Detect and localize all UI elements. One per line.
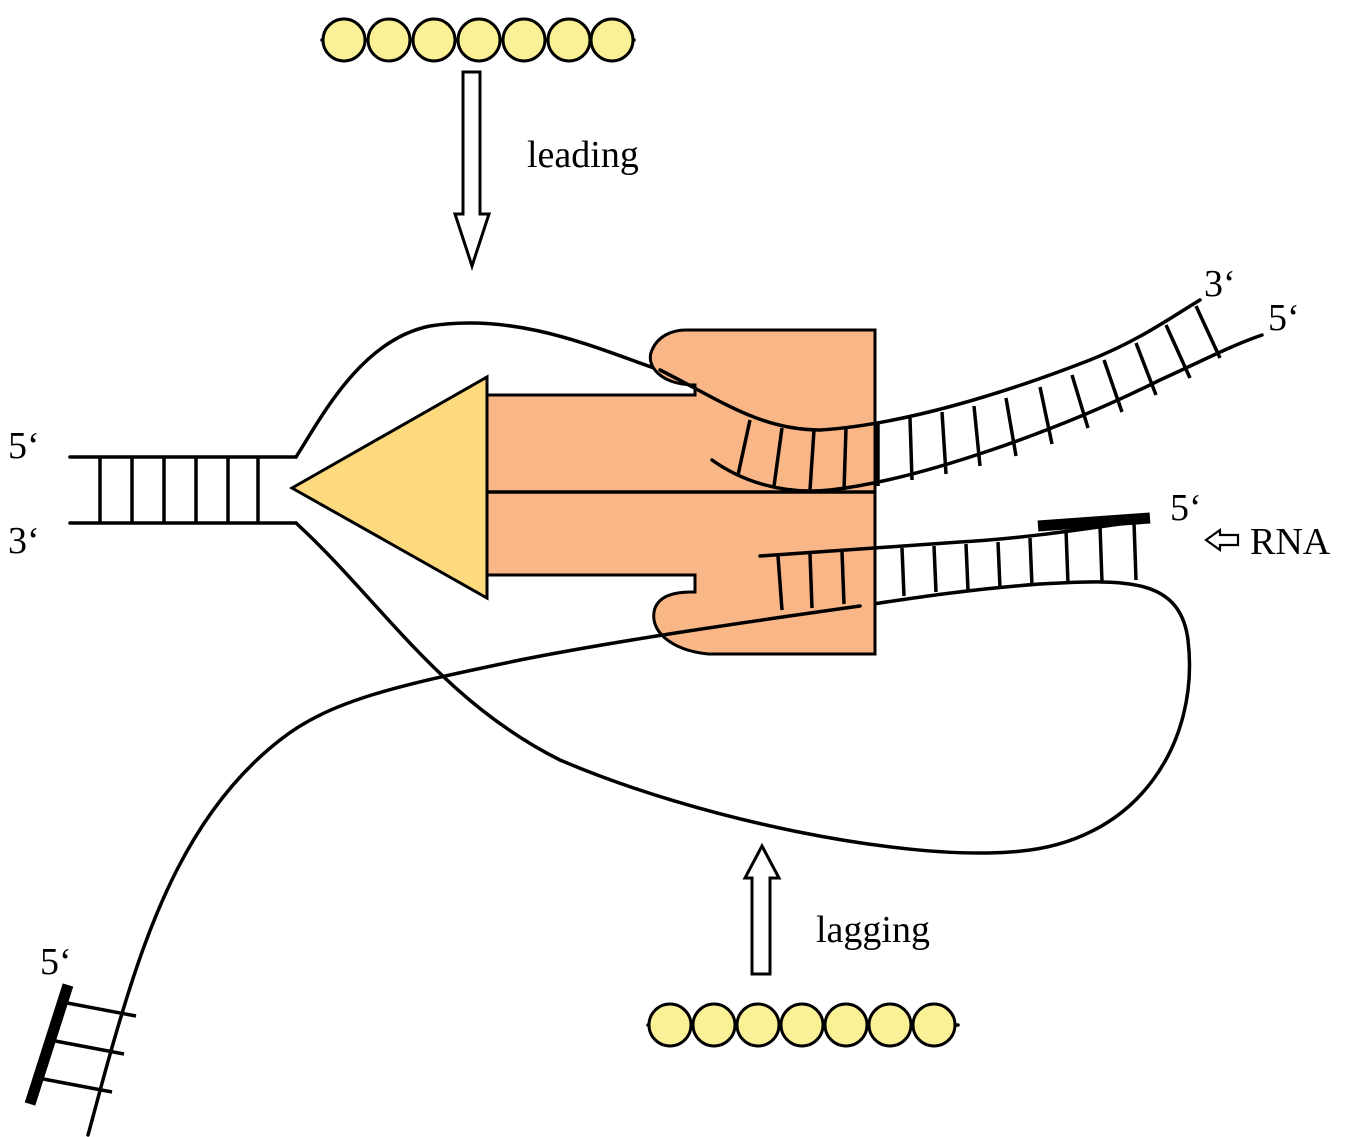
leading-nucleotide-chain [322,19,634,61]
lagging-nucleotide-chain [648,1004,958,1046]
nucleotide-bead [548,19,590,61]
rna-arrow-icon [1206,530,1238,550]
lagging-arrow-icon [745,846,779,974]
rna-label: RNA [1250,521,1331,563]
right-lower-5-label: 5‘ [1170,487,1202,529]
right-top-5-label: 5‘ [1268,297,1300,339]
nucleotide-bead [458,19,500,61]
nucleotide-bead [649,1004,691,1046]
nucleotide-bead [503,19,545,61]
nucleotide-bead [693,1004,735,1046]
parental-duplex [70,457,296,523]
nucleotide-bead [323,19,365,61]
left-bottom-end-label: 3‘ [8,520,40,562]
helicase [292,377,487,598]
nucleotide-bead [591,19,633,61]
nucleotide-bead [737,1004,779,1046]
nucleotide-bead [869,1004,911,1046]
lagging-template-tail [88,606,860,1135]
left-top-end-label: 5‘ [8,425,40,467]
leading-arrow-icon [455,72,489,266]
nucleotide-bead [825,1004,867,1046]
lagging-label: lagging [816,909,930,951]
nucleotide-bead [413,19,455,61]
nucleotide-bead [781,1004,823,1046]
right-top-3-label: 3‘ [1204,263,1236,305]
leading-label: leading [527,134,639,176]
bottom-left-primer-fragment [30,985,136,1104]
nucleotide-bead [913,1004,955,1046]
bottom-left-5-label: 5‘ [40,941,72,983]
nucleotide-bead [368,19,410,61]
